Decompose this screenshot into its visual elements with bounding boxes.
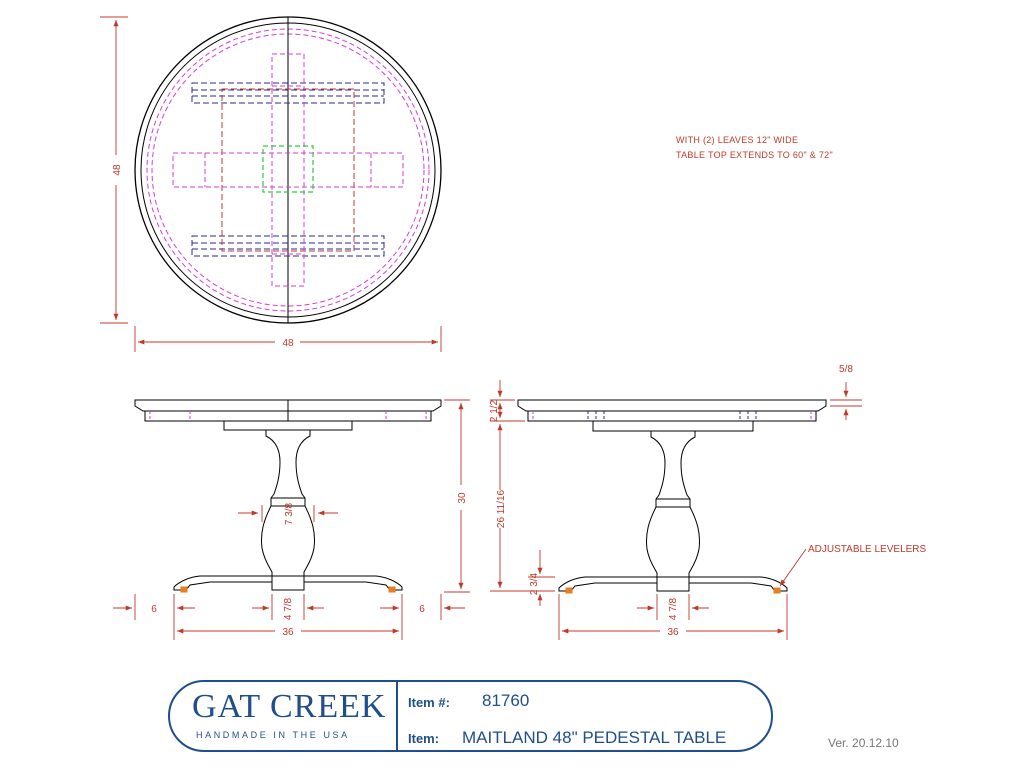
leaves-note: WITH (2) LEAVES 12" WIDE — [676, 135, 799, 145]
dim-leg-height: 26 11/16 — [496, 489, 507, 528]
pedestal-plan — [262, 145, 314, 193]
side-base-feet — [558, 576, 788, 592]
side-pedestal — [646, 430, 700, 578]
side-slide-block — [592, 420, 754, 432]
front-table-top — [134, 399, 442, 412]
dim-top-width: 48 — [282, 338, 294, 349]
dim-overhang-left: 6 — [151, 604, 157, 615]
dim-overhang-right: 6 — [419, 604, 425, 615]
side-table-top — [517, 399, 827, 412]
dim-base-width-side: 36 — [667, 627, 679, 638]
top-view — [134, 16, 442, 324]
extension-note: TABLE TOP EXTENDS TO 60" & 72" — [676, 150, 833, 160]
front-pedestal-block — [271, 575, 305, 591]
apron-frame — [221, 88, 355, 252]
base-feet-plan — [172, 53, 404, 287]
top-slides — [191, 82, 385, 257]
dim-overall-height: 30 — [457, 492, 468, 504]
dim-foot-side: 4 7/8 — [668, 597, 679, 620]
item-name-label: Item: — [408, 731, 440, 746]
dim-top-height: 48 — [112, 164, 123, 176]
dim-foot-front: 4 7/8 — [283, 597, 294, 620]
dim-top-thickness: 5/8 — [839, 364, 853, 375]
item-number-value: 81760 — [482, 691, 530, 710]
brand-logo-text: GAT CREEK — [192, 688, 387, 725]
dim-apron-depth: 2 1/2 — [489, 399, 500, 422]
title-divider — [396, 682, 398, 750]
side-elevation-dimensions — [490, 380, 862, 640]
version-label: Ver. 20.12.10 — [828, 736, 899, 750]
dim-pedestal-width: 7 3/8 — [284, 502, 295, 525]
front-base-feet — [173, 575, 403, 591]
front-elevation — [134, 399, 442, 593]
item-name-value: MAITLAND 48" PEDESTAL TABLE — [462, 728, 727, 747]
dim-leveler-height: 2 3/4 — [529, 572, 540, 595]
drawing-sheet: 48 48 — [100, 16, 927, 640]
top-view-dimensions — [100, 16, 442, 352]
front-slide-block — [223, 420, 353, 431]
dim-base-width-front: 36 — [282, 627, 294, 638]
levelers-callout: ADJUSTABLE LEVELERS — [808, 544, 927, 555]
side-apron — [527, 410, 817, 422]
side-elevation — [517, 399, 827, 594]
title-block: GAT CREEK HANDMADE IN THE USA Item #: 81… — [168, 680, 773, 752]
side-pedestal-block — [656, 576, 690, 592]
brand-tagline: HANDMADE IN THE USA — [196, 730, 350, 740]
front-elevation-dimensions — [113, 399, 470, 640]
item-number-label: Item #: — [408, 695, 450, 710]
